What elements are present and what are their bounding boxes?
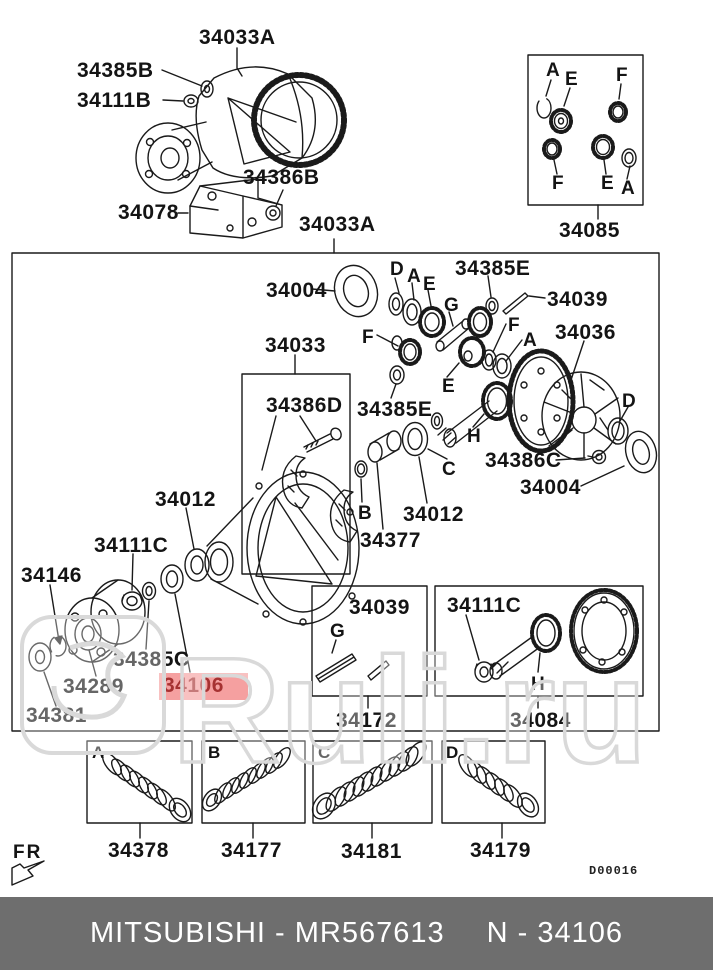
carrier-housing <box>204 470 360 626</box>
footer-ref: N - 34106 <box>486 917 623 949</box>
part-label-50-B: B <box>208 743 221 762</box>
spacer-34377 <box>354 430 402 530</box>
part-label-10-F: F <box>552 173 565 194</box>
part-label-17-34385E: 34385E <box>455 257 531 280</box>
box-34085 <box>527 54 644 220</box>
box-34172 <box>311 585 428 709</box>
box-34084 <box>434 585 644 709</box>
part-label-52-D: D <box>446 743 459 762</box>
part-label-46-34111C: 34111C <box>447 594 522 617</box>
part-label-23-34036: 34036 <box>555 321 616 344</box>
part-label-21-F: F <box>508 315 521 336</box>
shim-boxes <box>86 740 546 839</box>
part-label-53-34378: 34378 <box>108 839 169 862</box>
part-label-24-34033: 34033 <box>265 334 326 357</box>
part-label-56-34179: 34179 <box>470 839 531 862</box>
footer-brand-part: MITSUBISHI - MR567613 <box>90 917 445 949</box>
part-label-43-34039: 34039 <box>349 596 410 619</box>
part-label-29-C: C <box>442 459 457 480</box>
part-label-6-34085: 34085 <box>559 219 620 242</box>
part-label-54-34177: 34177 <box>221 839 282 862</box>
part-label-12-A: A <box>621 178 636 199</box>
drawing-code: D00016 <box>589 864 639 878</box>
part-label-14-D: D <box>390 259 405 280</box>
part-label-44-G: G <box>330 621 346 642</box>
footer-bar: MITSUBISHI - MR567613 N - 34106 <box>0 897 713 970</box>
part-label-25-34386D: 34386D <box>266 394 343 417</box>
part-label-38-34146: 34146 <box>21 564 82 587</box>
part-label-15-A: A <box>407 266 422 287</box>
part-label-36-34012: 34012 <box>155 488 216 511</box>
part-label-1-34385B: 34385B <box>77 59 154 82</box>
part-label-16-E: E <box>423 274 437 295</box>
part-label-28-H: H <box>467 426 482 447</box>
part-label-39-34385C: 34385C <box>113 648 190 671</box>
top-assembly-drawing <box>135 47 347 254</box>
part-label-30-34386C: 34386C <box>485 449 562 472</box>
drive-pinion <box>401 381 513 504</box>
part-label-34-B: B <box>358 503 373 524</box>
part-label-41-34106: 34106 <box>159 673 248 700</box>
part-label-51-C: C <box>318 743 331 762</box>
part-label-37-34111C: 34111C <box>94 534 169 557</box>
part-label-11-E: E <box>601 173 615 194</box>
part-label-19-G: G <box>444 295 460 316</box>
part-label-31-34004: 34004 <box>520 476 581 499</box>
part-label-7-A: A <box>546 60 561 81</box>
part-label-0-34033A: 34033A <box>199 26 276 49</box>
fr-arrow-icon <box>11 860 45 886</box>
part-label-3-34386B: 34386B <box>243 166 320 189</box>
exploded-gear-train <box>311 264 546 399</box>
part-label-33-34012: 34012 <box>403 503 464 526</box>
part-label-35-34377: 34377 <box>360 529 421 552</box>
part-label-47-H: H <box>531 674 546 695</box>
part-label-45-34172: 34172 <box>336 709 397 732</box>
part-label-27-E: E <box>442 376 456 397</box>
part-label-5-34033A: 34033A <box>299 213 376 236</box>
part-label-55-34181: 34181 <box>341 840 402 863</box>
part-label-13-34004: 34004 <box>266 279 327 302</box>
part-label-40-34289: 34289 <box>63 675 124 698</box>
part-label-2-34111B: 34111B <box>77 89 152 112</box>
part-label-4-34078: 34078 <box>118 201 179 224</box>
part-label-32-D: D <box>622 391 637 412</box>
part-label-22-A: A <box>523 330 538 351</box>
part-label-9-F: F <box>616 65 629 86</box>
fr-label: FR <box>13 842 43 863</box>
part-label-20-F: F <box>362 327 375 348</box>
part-label-48-34084: 34084 <box>510 709 571 732</box>
part-label-8-E: E <box>565 69 579 90</box>
main-box <box>11 252 660 732</box>
part-label-42-34381: 34381 <box>26 704 87 727</box>
part-label-26-34385E: 34385E <box>357 398 433 421</box>
part-label-49-A: A <box>92 743 105 762</box>
part-label-18-34039: 34039 <box>547 288 608 311</box>
